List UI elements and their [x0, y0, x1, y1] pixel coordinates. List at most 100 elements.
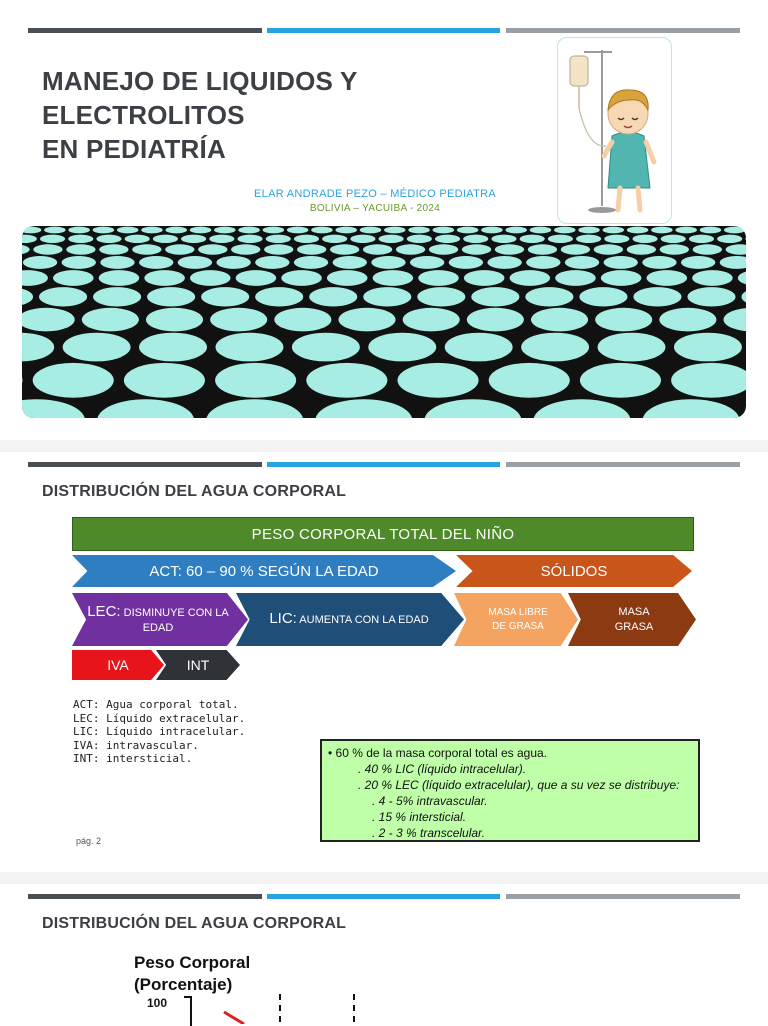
legend-item: INT: intersticial. [73, 752, 193, 765]
chart-title-line-1: Peso Corporal [134, 953, 251, 972]
cell-disc [444, 332, 513, 362]
cell-disc [286, 226, 309, 234]
cell-disc [93, 287, 142, 307]
cell-disc [116, 226, 139, 234]
cell-disc [255, 255, 290, 269]
cell-disc [209, 234, 235, 244]
cell-disc [659, 244, 689, 255]
cell-disc [626, 226, 649, 234]
cell-disc [488, 362, 570, 398]
header-bar-dark [28, 894, 262, 899]
cells-banner-image [22, 226, 746, 418]
cell-disc [66, 244, 96, 255]
cell-disc [448, 255, 484, 269]
cell-disc [206, 399, 303, 418]
header-bar-gray [506, 462, 740, 467]
chart-title: Peso Corporal (Porcentaje) [134, 952, 250, 996]
cell-disc [560, 244, 591, 255]
cell-disc [99, 244, 129, 255]
child-iv-drawing [569, 50, 657, 213]
header-bar-dark [28, 28, 262, 33]
masa-grasa-chevron: MASA GRASA [568, 593, 696, 646]
note-line: . 40 % LIC (líquido intracelular). [358, 762, 527, 776]
cell-disc [32, 362, 114, 398]
cell-disc [491, 234, 517, 244]
cell-disc [680, 255, 716, 269]
cell-disc [291, 332, 360, 362]
cell-disc [189, 270, 231, 286]
lec-label: LEC: [87, 602, 121, 620]
cell-disc [335, 226, 358, 234]
cell-disc [688, 234, 715, 244]
place-line: BOLIVIA – YACUIBA - 2024 [309, 203, 441, 214]
cell-disc [553, 226, 576, 234]
cell-disc [309, 287, 358, 307]
cell-disc [322, 234, 348, 244]
lic-label: LIC: [269, 610, 297, 627]
cell-disc [409, 255, 445, 269]
header-bars [28, 28, 740, 34]
cell-disc [39, 287, 88, 307]
masa-libre-grasa-label: MASA LIBRE DE GRASA [488, 606, 548, 632]
cell-disc [602, 226, 625, 234]
cell-disc [326, 270, 368, 286]
cell-disc [311, 226, 333, 234]
cell-disc [92, 226, 115, 234]
cell-disc [22, 234, 37, 244]
cell-disc [547, 234, 573, 244]
cell-disc [481, 226, 503, 234]
cell-disc [533, 399, 631, 418]
cell-disc [642, 255, 677, 269]
cell-disc [265, 234, 291, 244]
header-bar-gray [506, 28, 740, 33]
cell-disc [659, 307, 717, 332]
cell-disc [597, 332, 666, 362]
iva-chevron: IVA [72, 650, 164, 680]
cell-disc [576, 234, 602, 244]
y-axis-tick-100: 100 [147, 996, 168, 1010]
cell-disc [579, 287, 628, 307]
cell-disc [68, 226, 90, 234]
cell-disc [737, 271, 746, 285]
cell-disc [368, 332, 437, 362]
cell-disc [189, 226, 212, 234]
cell-disc [53, 270, 94, 286]
cell-disc [216, 255, 251, 269]
cell-disc [725, 244, 746, 255]
cell-disc [675, 226, 697, 234]
cell-disc [329, 244, 360, 255]
cell-disc [692, 244, 722, 255]
cell-disc [123, 362, 205, 398]
cell-disc [505, 226, 527, 234]
slide-gap [0, 440, 768, 452]
cell-disc [315, 399, 412, 418]
cell-disc [402, 307, 460, 332]
cell-disc [633, 287, 682, 307]
solidos-chevron: SÓLIDOS [456, 555, 692, 587]
slide-title: MANEJO DE LIQUIDOS Y ELECTROLITOS EN PED… [42, 64, 552, 166]
cell-disc [359, 226, 382, 234]
cell-disc [61, 255, 96, 269]
cell-disc [262, 226, 285, 234]
cell-disc [651, 226, 673, 234]
cell-disc [281, 270, 322, 286]
cell-disc [526, 255, 561, 269]
author-line: ELAR ANDRADE PEZO – MÉDICO PEDIATRA [254, 188, 496, 200]
cell-disc [33, 244, 63, 255]
cell-disc [519, 234, 545, 244]
cell-disc [152, 234, 178, 244]
cell-disc [132, 244, 162, 255]
cell-disc [147, 287, 196, 307]
cell-disc [395, 244, 426, 255]
legend-item: LEC: Líquido extracelular. [73, 711, 246, 725]
cell-disc [22, 255, 58, 269]
note-line: . 15 % intersticial. [372, 810, 467, 824]
cell-disc [138, 255, 174, 269]
child-iv-illustration [557, 37, 672, 224]
cell-disc [238, 226, 260, 234]
slide-1: MANEJO DE LIQUIDOS Y ELECTROLITOS EN PED… [0, 0, 768, 440]
cell-disc [231, 244, 261, 255]
cell-disc [363, 287, 412, 307]
cell-disc [97, 399, 194, 418]
cell-disc [521, 332, 590, 362]
